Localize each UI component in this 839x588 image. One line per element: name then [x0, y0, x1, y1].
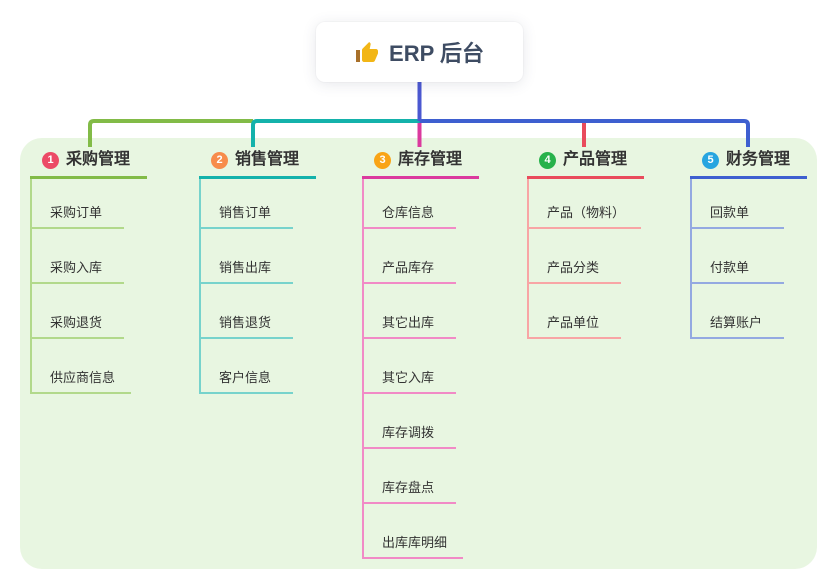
child-node-label[interactable]: 销售出库	[201, 259, 293, 284]
root-title: ERP 后台	[389, 41, 484, 66]
mindmap-background-panel	[20, 138, 817, 569]
child-node-label[interactable]: 付款单	[692, 259, 784, 284]
child-node: 产品库存	[364, 229, 479, 284]
child-node-label[interactable]: 产品（物料）	[529, 204, 642, 229]
child-node: 销售出库	[201, 229, 316, 284]
branch-label: 财务管理	[726, 151, 791, 168]
child-node: 采购订单	[32, 179, 147, 229]
child-node: 产品（物料）	[529, 179, 644, 229]
branch-children: 采购订单 采购入库 采购退货 供应商信息	[30, 179, 147, 394]
branch-number-badge: 3	[374, 151, 391, 169]
child-node-label[interactable]: 仓库信息	[364, 204, 456, 229]
branch-number-badge: 1	[42, 151, 59, 169]
child-node: 销售退货	[201, 284, 316, 339]
branch-number-badge: 5	[702, 151, 719, 169]
child-node-label[interactable]: 库存调拨	[364, 424, 456, 449]
child-node-label[interactable]: 客户信息	[201, 369, 293, 394]
child-node-label[interactable]: 产品分类	[529, 259, 621, 284]
branch-number-badge: 2	[211, 151, 228, 169]
child-node: 产品单位	[529, 284, 644, 339]
child-node: 库存盘点	[364, 449, 479, 504]
branch-label: 库存管理	[398, 151, 463, 168]
branch-header-product[interactable]: 4 产品管理	[527, 148, 644, 179]
child-node-label[interactable]: 回款单	[692, 204, 784, 229]
branch-purchase-management: 1 采购管理 采购订单 采购入库 采购退货 供应商信息	[30, 148, 147, 394]
branch-sales-management: 2 销售管理 销售订单 销售出库 销售退货 客户信息	[199, 148, 316, 394]
child-node: 产品分类	[529, 229, 644, 284]
child-node: 销售订单	[201, 179, 316, 229]
root-node-erp[interactable]: ERP 后台	[316, 22, 523, 82]
branch-inventory-management: 3 库存管理 仓库信息 产品库存 其它出库 其它入库 库存调拨 库存盘点 出库库…	[362, 148, 479, 559]
child-node-label[interactable]: 库存盘点	[364, 479, 456, 504]
child-node: 付款单	[692, 229, 807, 284]
child-node-label[interactable]: 采购订单	[32, 204, 124, 229]
child-node: 回款单	[692, 179, 807, 229]
child-node-label[interactable]: 结算账户	[692, 314, 784, 339]
child-node: 其它入库	[364, 339, 479, 394]
child-node: 客户信息	[201, 339, 316, 394]
child-node-label[interactable]: 产品单位	[529, 314, 621, 339]
branch-children: 回款单 付款单 结算账户	[690, 179, 807, 339]
child-node: 仓库信息	[364, 179, 479, 229]
child-node-label[interactable]: 销售退货	[201, 314, 293, 339]
child-node: 库存调拨	[364, 394, 479, 449]
child-node-label[interactable]: 采购退货	[32, 314, 124, 339]
branch-children: 产品（物料） 产品分类 产品单位	[527, 179, 644, 339]
child-node-label[interactable]: 销售订单	[201, 204, 293, 229]
thumbs-up-icon	[356, 42, 379, 62]
child-node: 出库库明细	[364, 504, 479, 559]
child-node: 采购退货	[32, 284, 147, 339]
child-node-label[interactable]: 供应商信息	[32, 369, 132, 394]
child-node-label[interactable]: 产品库存	[364, 259, 456, 284]
branch-header-sales[interactable]: 2 销售管理	[199, 148, 316, 179]
branch-children: 销售订单 销售出库 销售退货 客户信息	[199, 179, 316, 394]
child-node: 采购入库	[32, 229, 147, 284]
branch-header-inventory[interactable]: 3 库存管理	[362, 148, 479, 179]
branch-number-badge: 4	[539, 151, 556, 169]
child-node: 其它出库	[364, 284, 479, 339]
branch-header-finance[interactable]: 5 财务管理	[690, 148, 807, 179]
branch-label: 采购管理	[66, 151, 131, 168]
branch-label: 销售管理	[235, 151, 300, 168]
branch-label: 产品管理	[563, 151, 628, 168]
branch-product-management: 4 产品管理 产品（物料） 产品分类 产品单位	[527, 148, 644, 339]
child-node: 供应商信息	[32, 339, 147, 394]
child-node: 结算账户	[692, 284, 807, 339]
child-node-label[interactable]: 其它入库	[364, 369, 456, 394]
branch-finance-management: 5 财务管理 回款单 付款单 结算账户	[690, 148, 807, 339]
branch-children: 仓库信息 产品库存 其它出库 其它入库 库存调拨 库存盘点 出库库明细	[362, 179, 479, 559]
child-node-label[interactable]: 其它出库	[364, 314, 456, 339]
child-node-label[interactable]: 出库库明细	[364, 534, 464, 559]
branch-header-purchase[interactable]: 1 采购管理	[30, 148, 147, 179]
child-node-label[interactable]: 采购入库	[32, 259, 124, 284]
